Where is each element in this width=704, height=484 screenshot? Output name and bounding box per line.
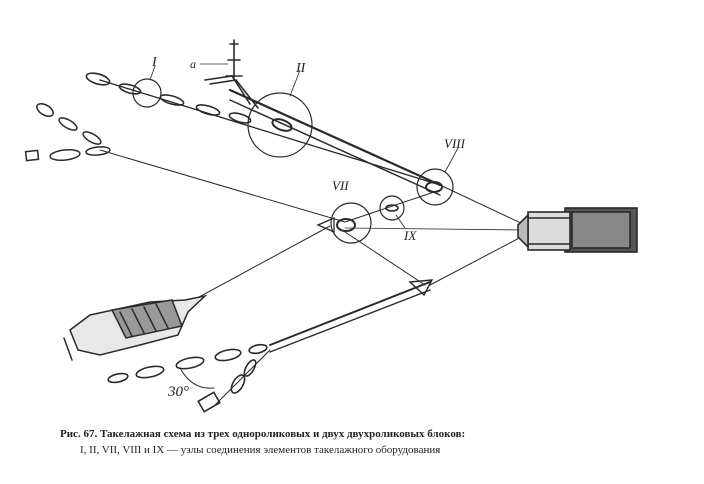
figure-caption-line-2: I, II, VII, VIII и IX — узлы соединения … <box>80 444 441 456</box>
angle-arc <box>179 367 215 389</box>
target-cylinder <box>517 207 638 253</box>
label-node-2: II <box>295 61 307 76</box>
leader-node-9 <box>395 214 406 229</box>
left-chain-upper <box>36 103 102 145</box>
leader-node-8 <box>444 147 459 173</box>
rope-node7-to-node9 <box>344 189 441 223</box>
label-node-1: I <box>151 55 158 70</box>
label-mark-a: a <box>190 57 196 71</box>
leader-node-2 <box>289 69 301 97</box>
rope-node8-to-target <box>439 184 526 226</box>
block-node-7-wedge <box>316 217 335 233</box>
figure-caption-line-1: Рис. 67. Такелажная схема из трех одноро… <box>60 428 466 440</box>
label-node-9: IX <box>403 228 417 243</box>
node-2-circle <box>247 92 313 158</box>
bottom-weight-chain <box>197 359 257 413</box>
rope-node7-to-target <box>344 227 526 231</box>
left-chain-lower <box>24 146 111 162</box>
block-node-8 <box>425 181 443 193</box>
label-angle: 30° <box>167 384 189 400</box>
node-9-circle <box>379 195 405 221</box>
upper-chain <box>85 72 252 124</box>
rope-node7-to-motor <box>174 225 331 311</box>
rope-boom-lower <box>229 99 441 196</box>
block-lower-right <box>408 279 434 297</box>
mast-fitting <box>204 39 259 109</box>
node-1-circle <box>132 78 162 108</box>
label-node-7: VII <box>332 178 349 193</box>
label-node-8: VIII <box>444 136 466 151</box>
bottom-chain <box>107 343 268 384</box>
leader-node-1 <box>149 65 156 81</box>
motor-unit <box>63 294 208 361</box>
block-node-2 <box>271 118 293 132</box>
rope-lower-strut-a <box>269 281 431 346</box>
node-8-circle <box>416 168 454 206</box>
rope-target-to-lower-block <box>429 234 526 286</box>
rope-left-to-node7 <box>99 149 346 223</box>
rope-boom-upper <box>228 88 442 187</box>
block-node-7 <box>336 218 356 232</box>
block-node-9 <box>385 204 399 212</box>
rope-top-to-target <box>99 79 441 186</box>
rope-node7-down <box>344 231 426 286</box>
node-7-circle <box>330 202 372 244</box>
rope-lower-strut-b <box>269 289 431 353</box>
rope-to-bottom-weight <box>214 349 271 406</box>
